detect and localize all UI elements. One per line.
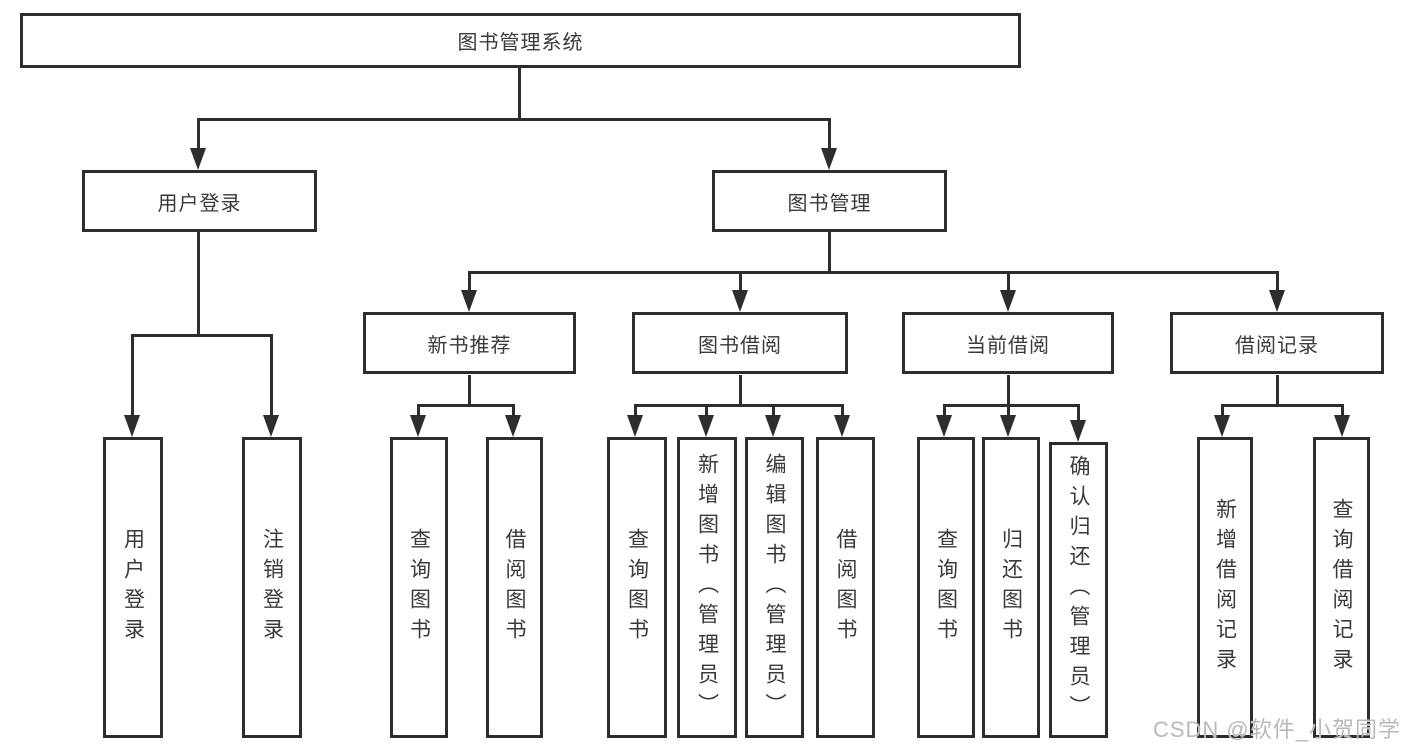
- arrowhead-icon: [1214, 415, 1230, 437]
- connector-line: [1221, 404, 1224, 418]
- connector-line: [1007, 271, 1010, 293]
- connector-line: [739, 271, 742, 293]
- node-label: 图书借阅: [698, 334, 782, 357]
- node-new-book-recommend: 新书推荐: [363, 312, 576, 374]
- connector-line: [417, 404, 515, 407]
- connector-line: [1276, 271, 1279, 293]
- arrowhead-icon: [190, 148, 206, 170]
- connector-line: [828, 118, 831, 152]
- connector-line: [1221, 404, 1344, 407]
- node-label: 借阅记录: [1235, 334, 1319, 357]
- connector-line: [943, 404, 946, 418]
- connector-line: [197, 232, 200, 336]
- connector-line: [1007, 404, 1010, 418]
- node-root: 图书管理系统: [20, 13, 1021, 68]
- leaf-edit-books-admin: 编辑图书（管理员）: [745, 437, 804, 738]
- connector-line: [1077, 404, 1080, 422]
- arrowhead-icon: [732, 290, 748, 312]
- leaf-query-books-recommend: 查询图书: [390, 437, 448, 738]
- leaf-query-borrow-record: 查询借阅记录: [1313, 437, 1370, 738]
- node-label: 注销登录: [260, 527, 284, 648]
- arrowhead-icon: [461, 290, 477, 312]
- node-label: 新增图书（管理员）: [695, 452, 719, 723]
- connector-line: [197, 118, 831, 121]
- connector-line: [772, 404, 775, 418]
- connector-line: [518, 68, 521, 118]
- arrowhead-icon: [410, 415, 426, 437]
- leaf-add-borrow-record: 新增借阅记录: [1197, 437, 1253, 738]
- arrowhead-icon: [834, 415, 850, 437]
- connector-line: [1276, 375, 1279, 407]
- leaf-add-books-admin: 新增图书（管理员）: [677, 437, 737, 738]
- leaf-query-books-current: 查询图书: [917, 437, 975, 738]
- leaf-logout-action: 注销登录: [242, 437, 302, 738]
- leaf-confirm-return-admin: 确认归还（管理员）: [1049, 442, 1108, 738]
- node-label: 新增借阅记录: [1213, 497, 1237, 678]
- connector-line: [270, 334, 273, 418]
- node-book-borrow: 图书借阅: [632, 312, 848, 374]
- node-label: 编辑图书（管理员）: [763, 452, 786, 723]
- arrowhead-icon: [698, 415, 714, 437]
- arrowhead-icon: [1334, 415, 1350, 437]
- node-label: 查询借阅记录: [1330, 497, 1353, 678]
- connector-line: [468, 271, 1278, 274]
- connector-line: [634, 404, 844, 407]
- node-label: 新书推荐: [427, 334, 512, 357]
- leaf-user-login-action: 用户登录: [103, 437, 163, 738]
- connector-line: [1341, 404, 1344, 418]
- node-label: 用户登录: [157, 192, 242, 215]
- leaf-borrow-books-borrow: 借阅图书: [816, 437, 875, 738]
- node-label: 查询图书: [625, 527, 649, 648]
- arrowhead-icon: [263, 415, 279, 437]
- connector-line: [634, 404, 637, 418]
- connector-line: [468, 271, 471, 293]
- leaf-return-books: 归还图书: [982, 437, 1040, 738]
- leaf-query-books-borrow: 查询图书: [607, 437, 667, 738]
- connector-line: [468, 375, 471, 407]
- arrowhead-icon: [1269, 290, 1285, 312]
- connector-line: [131, 334, 134, 418]
- connector-line: [1007, 375, 1010, 407]
- arrowhead-icon: [1070, 420, 1086, 442]
- connector-line: [739, 375, 742, 407]
- node-label: 借阅图书: [503, 527, 526, 648]
- connector-line: [512, 404, 515, 418]
- node-label: 归还图书: [999, 527, 1023, 648]
- node-label: 当前借阅: [966, 334, 1050, 357]
- node-book-management: 图书管理: [712, 170, 947, 232]
- node-label: 图书管理系统: [457, 32, 584, 54]
- node-current-borrow: 当前借阅: [902, 312, 1114, 374]
- connector-line: [943, 404, 1080, 407]
- node-label: 用户登录: [121, 527, 145, 648]
- connector-line: [828, 232, 831, 274]
- node-label: 查询图书: [407, 527, 431, 648]
- arrowhead-icon: [1000, 415, 1016, 437]
- arrowhead-icon: [627, 415, 643, 437]
- connector-line: [705, 404, 708, 418]
- arrowhead-icon: [1000, 290, 1016, 312]
- arrowhead-icon: [505, 415, 521, 437]
- connector-line: [841, 404, 844, 418]
- node-borrow-records: 借阅记录: [1170, 312, 1384, 374]
- connector-line: [417, 404, 420, 418]
- node-user-login: 用户登录: [82, 170, 317, 232]
- node-label: 确认归还（管理员）: [1067, 455, 1090, 725]
- arrowhead-icon: [936, 415, 952, 437]
- arrowhead-icon: [124, 415, 140, 437]
- node-label: 查询图书: [934, 527, 958, 648]
- arrowhead-icon: [821, 148, 837, 170]
- node-label: 图书管理: [787, 192, 872, 215]
- node-label: 借阅图书: [834, 527, 857, 648]
- leaf-borrow-books-recommend: 借阅图书: [486, 437, 543, 738]
- arrowhead-icon: [765, 415, 781, 437]
- connector-line: [197, 118, 200, 152]
- connector-line: [131, 334, 273, 337]
